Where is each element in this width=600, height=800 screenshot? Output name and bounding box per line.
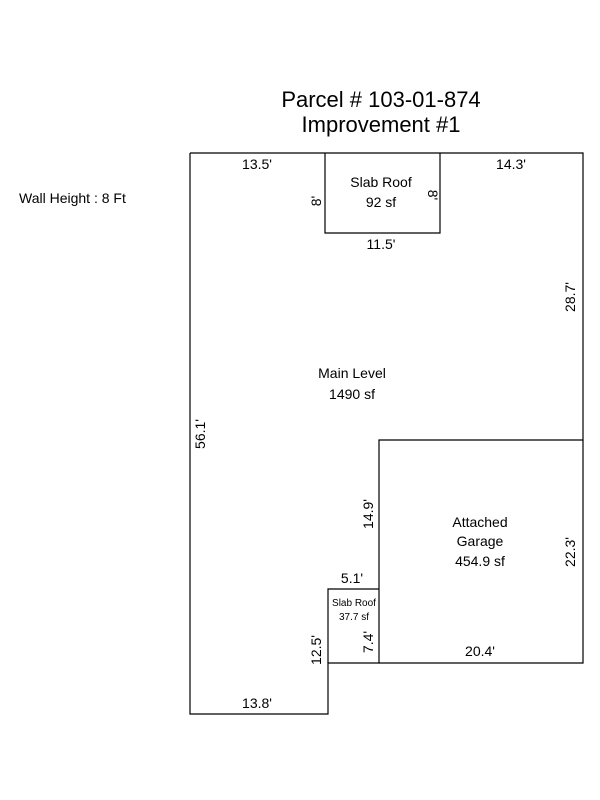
garage-name-line2: Garage (457, 533, 504, 549)
main-level-area: 1490 sf (329, 386, 375, 402)
slab-roof-small-outline (327, 588, 379, 663)
slab-roof-small-name: Slab Roof (332, 598, 376, 609)
slab-roof-small-area: 37.7 sf (339, 612, 369, 623)
dim-left: 56.1' (192, 419, 208, 449)
garage-name-line1: Attached (452, 514, 507, 530)
garage-area: 454.9 sf (455, 553, 505, 569)
dim-bottom: 13.8' (242, 695, 272, 711)
main-level-name: Main Level (318, 365, 386, 381)
dim-slab-left: 8' (308, 196, 324, 206)
slab-roof-top-outline (324, 153, 441, 234)
parcel-title: Parcel # 103-01-874 (281, 87, 480, 112)
dim-garage-bottom: 20.4' (465, 643, 495, 659)
slab-roof-top-area: 92 sf (366, 194, 396, 210)
dim-small-right: 7.4' (360, 631, 376, 653)
dim-top-right: 14.3' (496, 156, 526, 172)
improvement-subtitle: Improvement #1 (302, 112, 461, 137)
slab-roof-top-name: Slab Roof (350, 174, 412, 190)
dim-small-left: 12.5' (308, 635, 324, 665)
dim-garage-right: 22.3' (562, 537, 578, 567)
dim-slab-right: 8' (425, 190, 441, 200)
dim-slab-bottom: 11.5' (367, 236, 396, 252)
garage-outline (379, 440, 584, 664)
dim-small-top: 5.1' (341, 570, 363, 586)
wall-height-label: Wall Height : 8 Ft (19, 190, 126, 206)
dim-right-upper: 28.7' (562, 282, 578, 312)
dim-top-left: 13.5' (242, 156, 272, 172)
dim-garage-left: 14.9' (360, 499, 376, 529)
